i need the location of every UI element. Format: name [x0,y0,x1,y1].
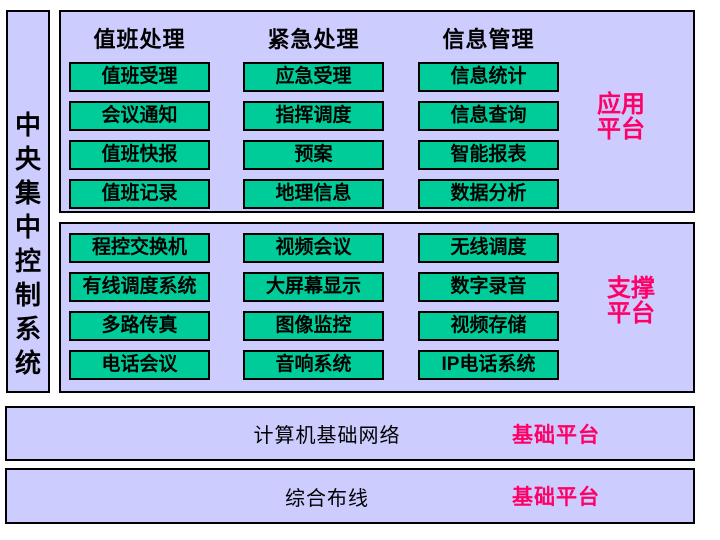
central-control-system-bar: 中央集中控制系统 [6,10,50,393]
central-control-system-title: 中央集中控制系统 [14,110,41,378]
base-platform-network-bar: 计算机基础网络 基础平台 [5,406,695,461]
computer-network-title: 计算机基础网络 [253,425,401,447]
column-header-information-management: 信息管理 [442,27,535,52]
information-management-column: 信息管理 信息统计 信息查询 智能报表 数据分析 [418,12,559,211]
support-platform-label: 支撑平台 [607,275,655,327]
support-platform-panel: 程控交换机 有线调度系统 多路传真 电话会议 视频会议 大屏幕显示 图像监控 音… [59,222,695,393]
module-pbx-switch: 程控交换机 [69,233,210,263]
module-audio-system: 音响系统 [243,350,384,380]
module-wired-dispatch-system: 有线调度系统 [69,272,210,302]
module-digital-recording: 数字录音 [418,272,559,302]
base-platform-label-2: 基础平台 [512,486,600,509]
module-video-storage: 视频存储 [418,311,559,341]
module-large-screen-display: 大屏幕显示 [243,272,384,302]
module-duty-bulletin: 值班快报 [69,140,210,170]
base-platform-label-1: 基础平台 [512,423,600,447]
module-wireless-dispatch: 无线调度 [418,233,559,263]
emergency-processing-column: 紧急处理 应急受理 指挥调度 预案 地理信息 [243,12,384,211]
module-command-dispatch: 指挥调度 [243,101,384,131]
module-info-statistics: 信息统计 [418,62,559,92]
module-telephone-conference: 电话会议 [69,350,210,380]
support-column-1: 程控交换机 有线调度系统 多路传真 电话会议 [69,224,210,391]
module-image-monitoring: 图像监控 [243,311,384,341]
column-header-emergency-processing: 紧急处理 [267,27,360,52]
module-smart-reports: 智能报表 [418,140,559,170]
module-meeting-notice: 会议通知 [69,101,210,131]
module-ip-phone-system: IP电话系统 [418,350,559,380]
column-header-duty-processing: 值班处理 [93,27,186,52]
module-video-conference: 视频会议 [243,233,384,263]
application-platform-label: 应用平台 [597,91,645,143]
module-data-analysis: 数据分析 [418,179,559,209]
module-multichannel-fax: 多路传真 [69,311,210,341]
base-platform-cabling-bar: 综合布线 基础平台 [5,468,695,524]
application-platform-panel: 值班处理 值班受理 会议通知 值班快报 值班记录 紧急处理 应急受理 指挥调度 … [59,10,695,213]
module-duty-record: 值班记录 [69,179,210,209]
duty-processing-column: 值班处理 值班受理 会议通知 值班快报 值班记录 [69,12,210,211]
module-duty-acceptance: 值班受理 [69,62,210,92]
module-emergency-acceptance: 应急受理 [243,62,384,92]
module-info-query: 信息查询 [418,101,559,131]
structured-cabling-title: 综合布线 [285,487,369,510]
module-geographic-info: 地理信息 [243,179,384,209]
module-contingency-plan: 预案 [243,140,384,170]
support-column-2: 视频会议 大屏幕显示 图像监控 音响系统 [243,224,384,391]
support-column-3: 无线调度 数字录音 视频存储 IP电话系统 [418,224,559,391]
